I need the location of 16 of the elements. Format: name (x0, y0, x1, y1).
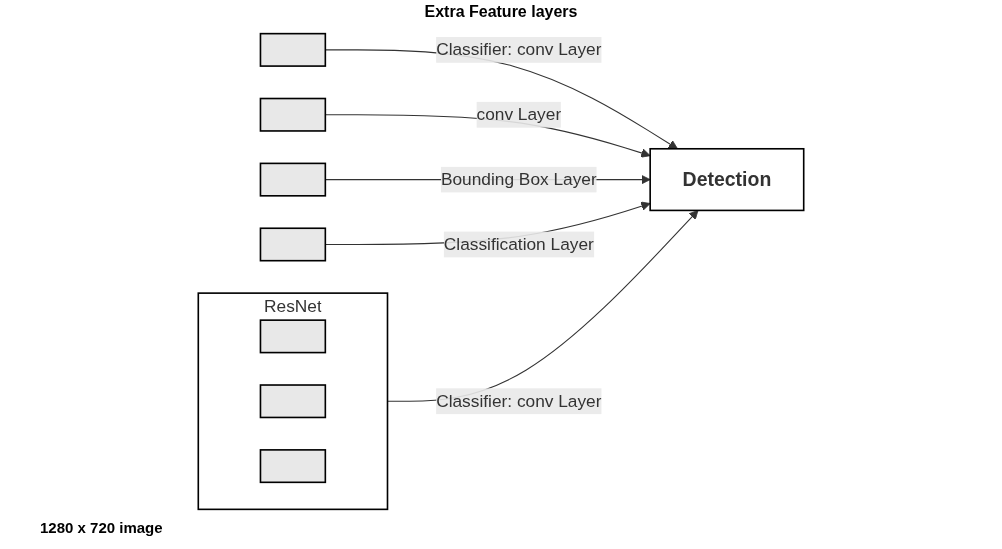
node-box (259, 32, 327, 67)
node-box (259, 97, 327, 132)
node-box (259, 319, 327, 354)
edge-label: Classifier: conv Layer (436, 391, 602, 410)
edge-label: Classifier: conv Layer (436, 40, 602, 59)
node-box: Detection (649, 148, 805, 212)
node-caption: 1280 x 720 image (40, 519, 163, 536)
edge-label: Classification Layer (443, 234, 594, 254)
group-caption: Extra Feature layers (424, 3, 578, 20)
cluster: ResNet (197, 292, 389, 511)
node-box (259, 162, 327, 197)
node-box (259, 384, 327, 419)
edge-label: conv Layer (476, 105, 562, 124)
edge-label: Bounding Box Layer (440, 169, 597, 189)
node-box (259, 449, 327, 484)
node-box (259, 227, 327, 262)
